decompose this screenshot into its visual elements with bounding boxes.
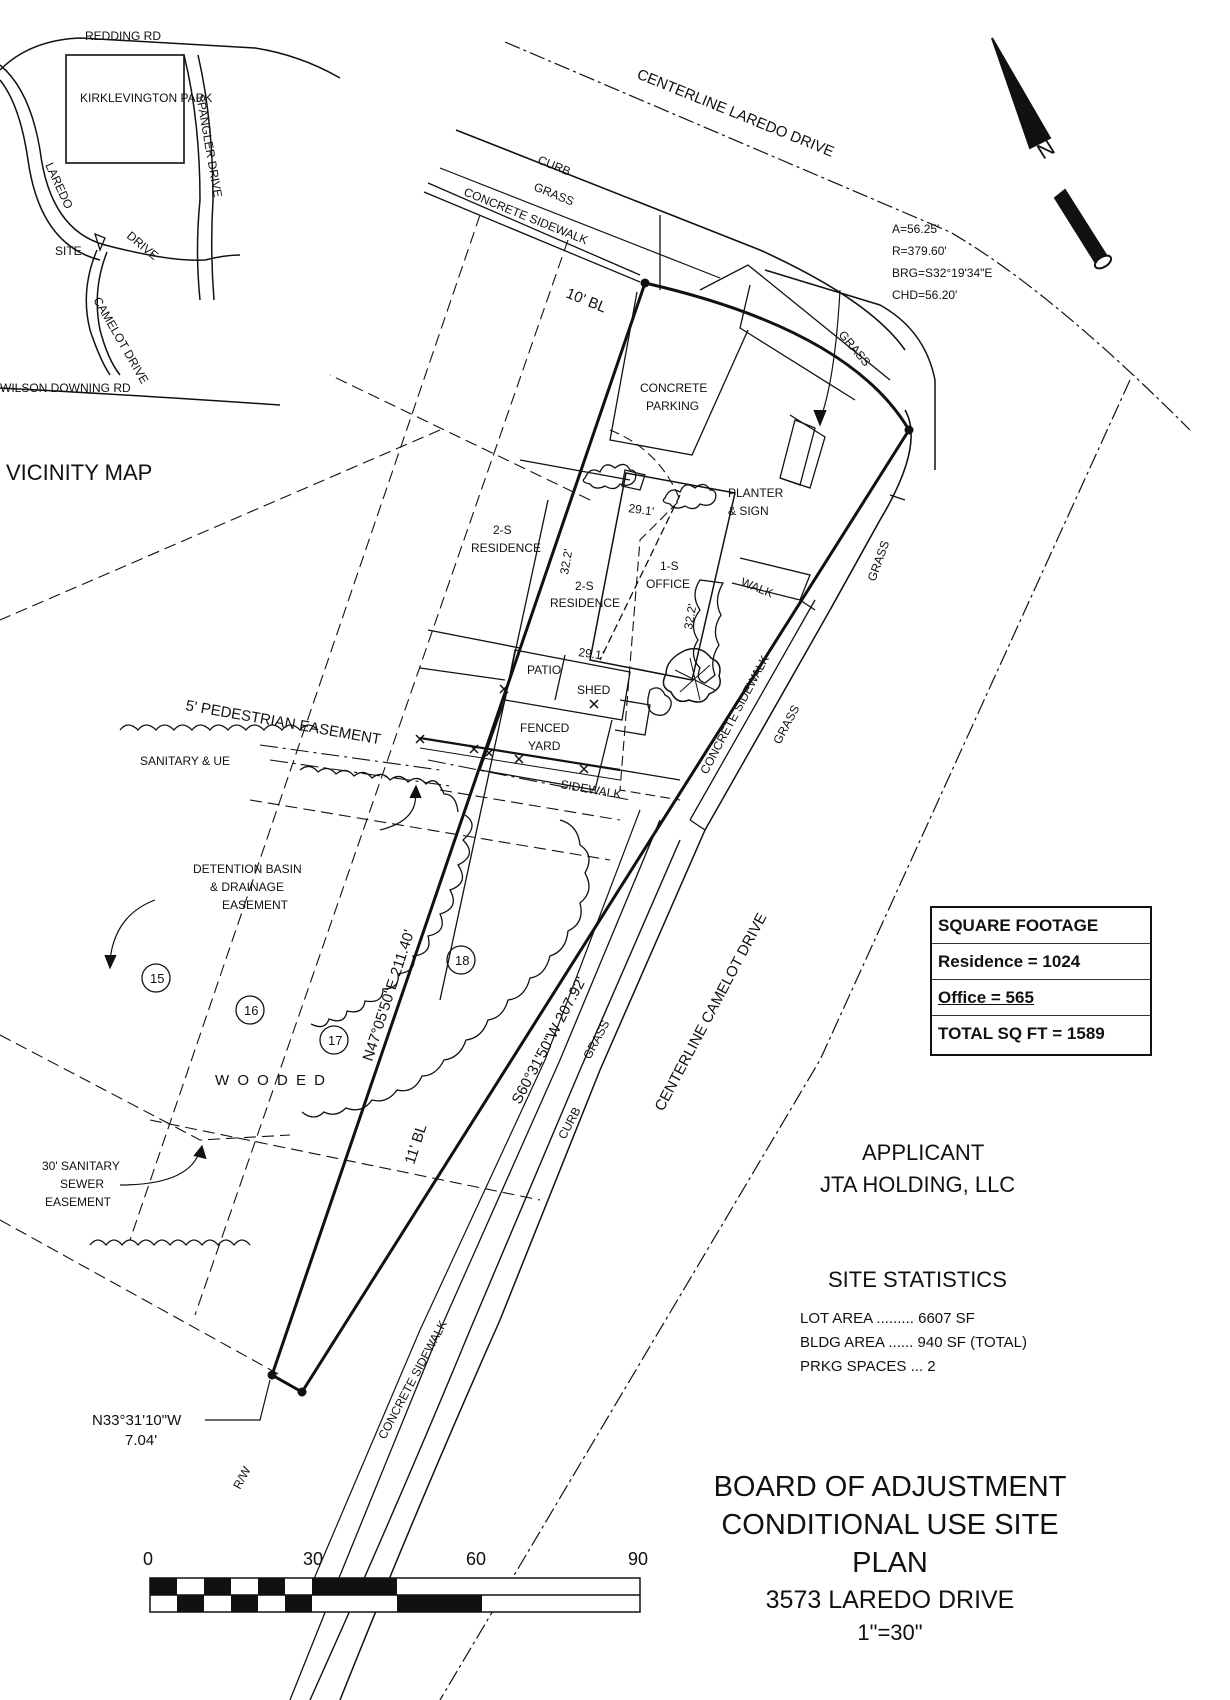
camelot-road-lines: [289, 379, 1131, 1700]
tree-and-shrub-outlines: [89, 463, 725, 1247]
square-footage-residence: Residence = 1024: [932, 944, 1150, 980]
road-label-redding: REDDING RD: [85, 29, 161, 43]
grass-label-camelot: GRASS: [770, 703, 802, 747]
scale-tick-90: 90: [628, 1549, 648, 1569]
sidewalk-label: SIDEWALK: [559, 777, 622, 801]
site-statistics-title: SITE STATISTICS: [828, 1267, 1007, 1292]
sign-label: & SIGN: [728, 504, 769, 518]
grass-label-corner: GRASS: [836, 328, 874, 369]
title-line-3: PLAN: [852, 1547, 928, 1579]
sanitary-sewer-label-2: SEWER: [60, 1177, 104, 1191]
patio-label: PATIO: [527, 663, 561, 677]
bearing-n47-label: N47°05'50"E 211.40': [360, 928, 419, 1064]
site-statistics-bldg-area: BLDG AREA ...... 940 SF (TOTAL): [800, 1334, 1028, 1351]
leader-arrows: [104, 289, 841, 1421]
concrete-sidewalk-label-bottom: CONCRETE SIDEWALK: [375, 1318, 449, 1441]
park-label: KIRKLEVINGTON PARK: [80, 91, 212, 105]
scale-tick-60: 60: [466, 1549, 486, 1569]
drawing-scale: 1"=30": [857, 1620, 923, 1645]
detention-label-1: DETENTION BASIN: [193, 862, 302, 876]
dim-32-2-left: 32.2': [557, 548, 575, 576]
shed-label: SHED: [577, 683, 611, 697]
wooded-label: W O O D E D: [215, 1072, 327, 1089]
dim-32-2-right: 32.2': [681, 603, 699, 631]
title-block: BOARD OF ADJUSTMENT CONDITIONAL USE SITE…: [690, 1468, 1090, 1582]
square-footage-table: SQUARE FOOTAGE Residence = 1024 Office =…: [930, 906, 1152, 1056]
centerline-camelot-label: CENTERLINE CAMELOT DRIVE: [652, 910, 771, 1113]
residence-2s-label-left: 2-S: [493, 523, 512, 537]
buildings: [419, 291, 826, 1001]
curve-chd: CHD=56.20': [892, 288, 957, 302]
sanitary-sewer-label-3: EASEMENT: [45, 1195, 112, 1209]
fence-marks: [415, 684, 621, 781]
title-line-2: CONDITIONAL USE SITE: [721, 1509, 1059, 1541]
site-statistics-lot-area: LOT AREA ......... 6607 SF: [800, 1310, 975, 1327]
dim-29-1-bottom: 29.1': [578, 645, 605, 662]
yard-label: YARD: [528, 739, 561, 753]
square-footage-total: TOTAL SQ FT = 1589: [938, 1024, 1105, 1043]
pedestrian-easement-label: 5' PEDESTRIAN EASEMENT: [184, 697, 382, 748]
applicant-label: APPLICANT: [862, 1140, 985, 1165]
concrete-parking-label-2: PARKING: [646, 399, 699, 413]
concrete-sidewalk-label-right: CONCRETE SIDEWALK: [697, 653, 771, 776]
right-of-way-label: R/W: [230, 1464, 254, 1492]
curve-brg: BRG=S32°19'34"E: [892, 266, 992, 280]
vicinity-map: [0, 37, 341, 406]
curve-a: A=56.25': [892, 222, 939, 236]
road-label-wilson: WILSON DOWNING RD: [0, 381, 131, 395]
sanitary-ue-label: SANITARY & UE: [140, 754, 230, 768]
residence-label-left: RESIDENCE: [471, 541, 541, 555]
lot-number-16: 16: [244, 1003, 258, 1018]
site-statistics-parking: PRKG SPACES ... 2: [800, 1358, 936, 1375]
curb-label: CURB: [536, 153, 573, 179]
property-boundary: [267, 278, 914, 1397]
setback-11-label: 11' BL: [402, 1122, 431, 1166]
lot-number-17: 17: [328, 1033, 342, 1048]
lot-number-circles: [141, 945, 476, 1055]
office-label: OFFICE: [646, 577, 690, 591]
detention-label-2: & DRAINAGE: [210, 880, 284, 894]
lot-number-labels: 15 16 17 18: [150, 953, 469, 1048]
bearing-n33-distance: 7.04': [125, 1432, 157, 1449]
planter-label: PLANTER: [728, 486, 784, 500]
setback-10-label: 10' BL: [564, 285, 609, 317]
square-footage-office: Office = 565: [938, 988, 1034, 1007]
residence-2s-label: 2-S: [575, 579, 594, 593]
north-arrow-icon: N: [991, 37, 1113, 270]
site-address: 3573 LAREDO DRIVE: [765, 1586, 1015, 1614]
centerline-laredo-label: CENTERLINE LAREDO DRIVE: [635, 66, 837, 161]
vicinity-map-title: VICINITY MAP: [6, 460, 152, 485]
dim-29-1-top: 29.1': [628, 501, 655, 518]
fenced-label: FENCED: [520, 721, 570, 735]
scale-bar-ticks: 0 30 60 90: [143, 1549, 648, 1569]
vicinity-map-labels: REDDING RD KIRKLEVINGTON PARK SPANGLER D…: [0, 29, 225, 485]
laredo-road-lines: [423, 41, 1191, 611]
scale-bar: [149, 1577, 641, 1613]
walk-label: WALK: [739, 575, 775, 601]
title-line-1: BOARD OF ADJUSTMENT: [713, 1471, 1067, 1503]
applicant-name: JTA HOLDING, LLC: [820, 1172, 1016, 1197]
grass-label-lower: GRASS: [580, 1018, 612, 1062]
grass-label-top: GRASS: [532, 180, 576, 209]
office-1s-label: 1-S: [660, 559, 679, 573]
concrete-parking-label-1: CONCRETE: [640, 381, 707, 395]
road-label-drive: DRIVE: [124, 229, 161, 263]
scale-tick-30: 30: [303, 1549, 323, 1569]
detention-label-3: EASEMENT: [222, 898, 289, 912]
square-footage-title: SQUARE FOOTAGE: [932, 908, 1150, 944]
residence-label: RESIDENCE: [550, 596, 620, 610]
lot-number-18: 18: [455, 953, 469, 968]
sanitary-sewer-label-1: 30' SANITARY: [42, 1159, 120, 1173]
scale-tick-0: 0: [143, 1549, 153, 1569]
lot-number-15: 15: [150, 971, 164, 986]
curve-r: R=379.60': [892, 244, 947, 258]
bearing-n33-label: N33°31'10"W: [92, 1412, 182, 1429]
road-label-camelot: CAMELOT DRIVE: [90, 295, 151, 387]
site-label: SITE: [55, 244, 82, 258]
grass-label-right: GRASS: [865, 539, 893, 583]
